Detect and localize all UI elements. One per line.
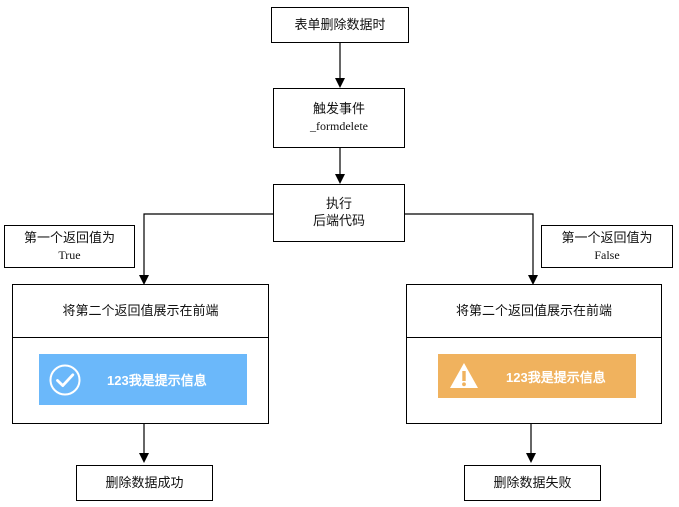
execute-node-detail: 后端代码	[312, 214, 365, 229]
arrow-execute-to-right-panel	[404, 213, 538, 285]
right-toast-text: 123我是提示信息	[506, 369, 606, 385]
right-condition-node: 第一个返回值为 False	[541, 225, 673, 268]
left-condition-title: 第一个返回值为	[23, 230, 115, 246]
left-result-label: 删除数据成功	[105, 475, 184, 491]
execute-node: 执行 后端代码	[273, 184, 405, 242]
left-toast-text: 123我是提示信息	[107, 373, 207, 388]
left-condition-value: True	[58, 247, 81, 262]
right-result-node: 删除数据失败	[464, 465, 601, 501]
trigger-node-event: _formdelete	[310, 119, 368, 133]
right-display-panel: 将第二个返回值展示在前端 123我是提示信息	[406, 284, 662, 424]
check-circle-icon	[49, 364, 81, 396]
trigger-node: 触发事件 _formdelete	[273, 88, 405, 148]
right-panel-divider	[407, 337, 661, 338]
left-panel-divider	[13, 337, 268, 338]
right-warning-toast: 123我是提示信息	[438, 354, 636, 398]
warning-triangle-icon	[448, 360, 480, 392]
execute-node-title: 执行	[325, 197, 352, 212]
left-panel-title: 将第二个返回值展示在前端	[62, 303, 219, 319]
start-node-label: 表单删除数据时	[294, 17, 386, 33]
arrow-execute-to-left-panel	[139, 213, 274, 285]
left-display-panel: 将第二个返回值展示在前端 123我是提示信息	[12, 284, 269, 424]
right-panel-title: 将第二个返回值展示在前端	[455, 303, 612, 319]
left-result-node: 删除数据成功	[76, 465, 213, 501]
left-condition-node: 第一个返回值为 True	[4, 225, 135, 268]
left-success-toast: 123我是提示信息	[39, 354, 247, 405]
trigger-node-title: 触发事件	[312, 102, 365, 117]
right-condition-value: False	[594, 247, 620, 262]
right-result-label: 删除数据失败	[493, 475, 572, 491]
start-node: 表单删除数据时	[271, 7, 409, 43]
right-condition-title: 第一个返回值为	[561, 230, 653, 246]
